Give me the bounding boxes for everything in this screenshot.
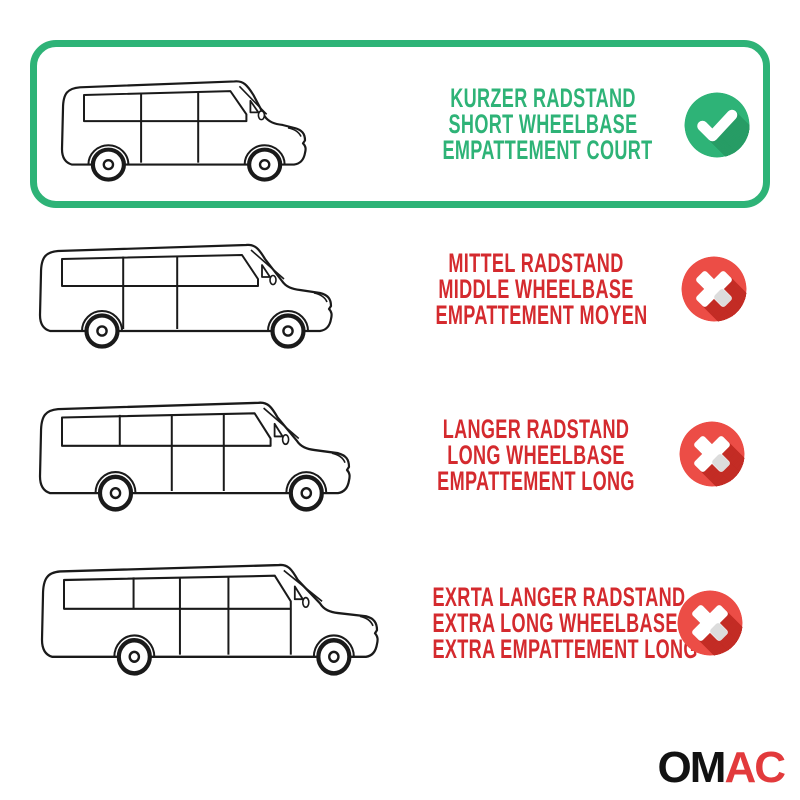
label-fr: EMPATTEMENT COURT <box>442 135 653 165</box>
cross-icon <box>679 421 745 487</box>
label-en: SHORT WHEELBASE <box>448 109 638 139</box>
van-middle-wheelbase-illustration <box>38 243 333 349</box>
logo-om: OM <box>657 743 727 792</box>
label-en: MIDDLE WHEELBASE <box>438 274 634 304</box>
cross-icon <box>677 590 743 656</box>
option-labels-extra-long: EXRTA LANGER RADSTAND EXTRA LONG WHEELBA… <box>432 582 698 664</box>
label-en: EXTRA LONG WHEELBASE <box>432 608 678 638</box>
label-fr: EXTRA EMPATTEMENT LONG <box>432 634 698 664</box>
option-labels-middle: MITTEL RADSTAND MIDDLE WHEELBASE EMPATTE… <box>435 248 648 330</box>
option-labels-short: KURZER RADSTAND SHORT WHEELBASE EMPATTEM… <box>442 83 653 165</box>
label-de: KURZER RADSTAND <box>450 83 636 113</box>
label-en: LONG WHEELBASE <box>447 440 625 470</box>
check-icon <box>684 92 750 158</box>
label-fr: EMPATTEMENT MOYEN <box>435 300 648 330</box>
omac-logo: OMAC <box>584 743 786 792</box>
van-extra-long-wheelbase-illustration <box>40 563 379 676</box>
label-de: EXRTA LANGER RADSTAND <box>432 582 686 612</box>
cross-icon <box>681 256 747 322</box>
option-labels-long: LANGER RADSTAND LONG WHEELBASE EMPATTEME… <box>436 414 637 496</box>
logo-ac: AC <box>724 743 786 792</box>
van-short-wheelbase-illustration <box>60 80 307 182</box>
selected-option-outline <box>30 40 770 208</box>
label-fr: EMPATTEMENT LONG <box>437 466 635 496</box>
label-de: LANGER RADSTAND <box>442 414 630 444</box>
van-long-wheelbase-illustration <box>38 401 351 512</box>
label-de: MITTEL RADSTAND <box>448 248 624 278</box>
